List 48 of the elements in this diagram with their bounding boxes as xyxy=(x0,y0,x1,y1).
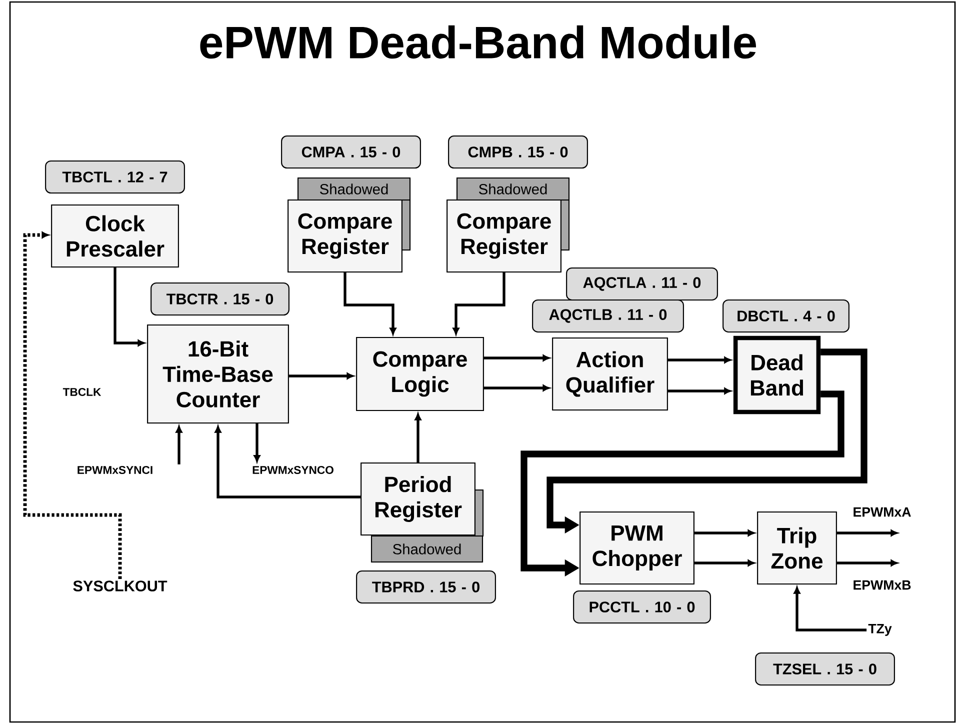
arrow xyxy=(484,354,550,362)
signal-label: TZy xyxy=(868,624,892,636)
arrow xyxy=(836,560,898,566)
signal-label: SYSCLKOUT xyxy=(73,580,168,592)
arrow xyxy=(23,232,122,579)
register-tag: CMPB . 15 - 0 xyxy=(448,135,588,169)
process-box: Trip Zone xyxy=(757,511,837,585)
arrow xyxy=(484,384,550,392)
register-tag: TBCTL . 12 - 7 xyxy=(45,160,185,194)
register-tag: AQCTLA . 11 - 0 xyxy=(566,267,718,301)
register-tag: AQCTLB . 11 - 0 xyxy=(532,299,684,333)
arrow xyxy=(668,388,731,394)
signal-label: EPWMxSYNCI xyxy=(78,466,152,474)
arrow xyxy=(344,272,396,334)
process-box: Period Register xyxy=(360,462,476,536)
arrow xyxy=(694,530,755,536)
arrow xyxy=(176,426,182,464)
arrow xyxy=(836,530,898,536)
process-box: Compare Logic xyxy=(356,336,484,412)
edge-label: TBCLK xyxy=(62,388,102,396)
arrow xyxy=(452,272,506,334)
edge-label: EPWMxB xyxy=(854,580,911,590)
process-box: Action Qualifier xyxy=(552,337,668,411)
process-box: Dead Band xyxy=(733,336,821,414)
arrow xyxy=(414,414,422,462)
register-tag: CMPA . 15 - 0 xyxy=(281,135,421,169)
process-box: PWM Chopper xyxy=(580,511,694,585)
title: ePWM Dead-Band Module xyxy=(200,25,756,59)
edge-label: EPWMxA xyxy=(854,507,911,517)
register-tag: TBPRD . 15 - 0 xyxy=(356,570,496,604)
shadow-tab: Shadowed xyxy=(370,535,484,563)
arrow xyxy=(114,268,145,346)
process-box: Clock Prescaler xyxy=(51,204,179,268)
process-box: 16-Bit Time-Base Counter xyxy=(147,324,289,424)
register-tag: TZSEL . 15 - 0 xyxy=(755,652,895,686)
arrow xyxy=(794,587,867,632)
arrow xyxy=(668,356,731,364)
shadow-tab: Shadowed xyxy=(456,177,570,201)
arrow xyxy=(694,560,755,566)
process-box: Compare Register xyxy=(288,199,402,273)
register-tag: PCCTL . 10 - 0 xyxy=(573,590,711,624)
process-box: Compare Register xyxy=(446,199,562,273)
register-tag: DBCTL . 4 - 0 xyxy=(722,299,850,333)
signal-label: EPWMxSYNCO xyxy=(252,466,334,474)
register-tag: TBCTR . 15 - 0 xyxy=(150,282,290,316)
arrow xyxy=(214,426,361,498)
arrow xyxy=(288,372,354,380)
arrow xyxy=(254,424,260,462)
